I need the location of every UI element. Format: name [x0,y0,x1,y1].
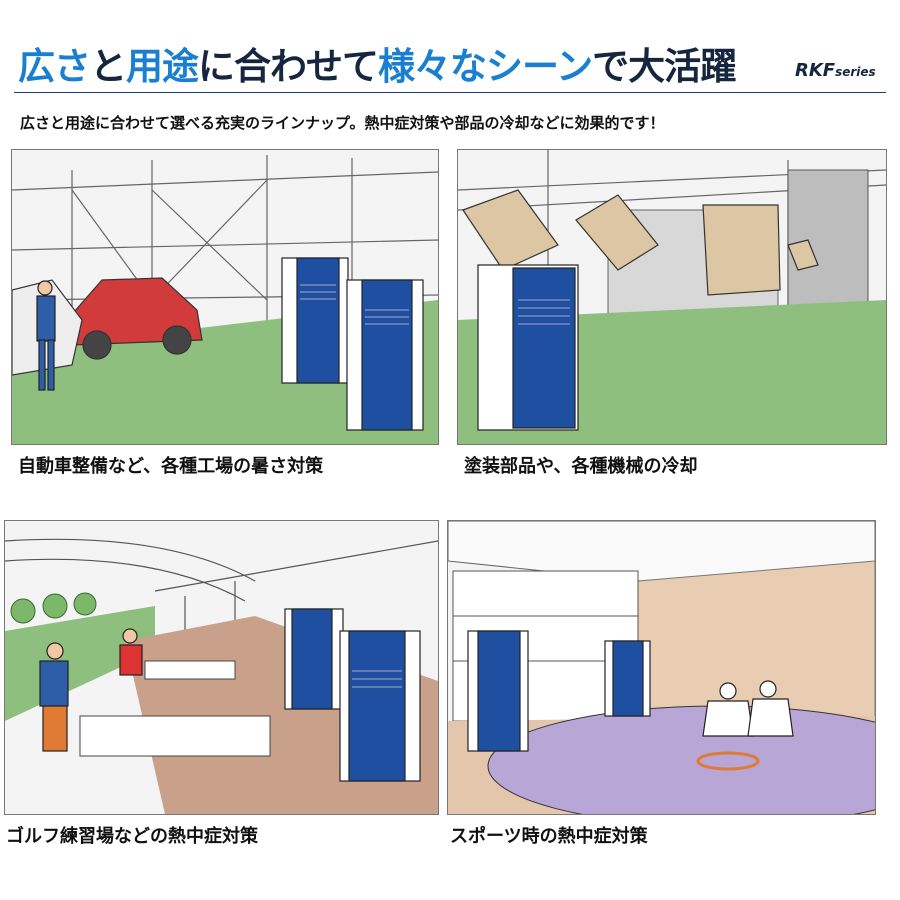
sports-gym-illustration [447,520,876,815]
caption-golf: ゴルフ練習場などの熱中症対策 [6,826,258,847]
golf-range-illustration [4,520,439,815]
caption-factory: 自動車整備など、各種工場の暑さ対策 [18,456,324,477]
caption-paint: 塗装部品や、各種機械の冷却 [464,456,698,477]
factory-illustration [11,149,439,445]
title-part: 広さ [18,45,91,88]
title-part: で大活躍 [592,45,737,88]
header-divider [14,92,886,93]
series-main: RKF [795,60,836,81]
series-sub: series [835,65,876,79]
caption-sports: スポーツ時の熱中症対策 [450,826,648,847]
paint-line-illustration [457,149,887,445]
title-part: と [90,45,127,88]
title-part: に合わせて [198,45,379,88]
subtitle: 広さと用途に合わせて選べる充実のラインナップ。熱中症対策や部品の冷却などに効果的… [20,114,665,132]
page-title: 広さと用途に合わせて様々なシーンで大活躍 [18,36,737,90]
series-logo: RKFseries [795,60,876,81]
title-part: 用途 [126,45,199,88]
title-part: 様々なシーン [378,45,593,88]
